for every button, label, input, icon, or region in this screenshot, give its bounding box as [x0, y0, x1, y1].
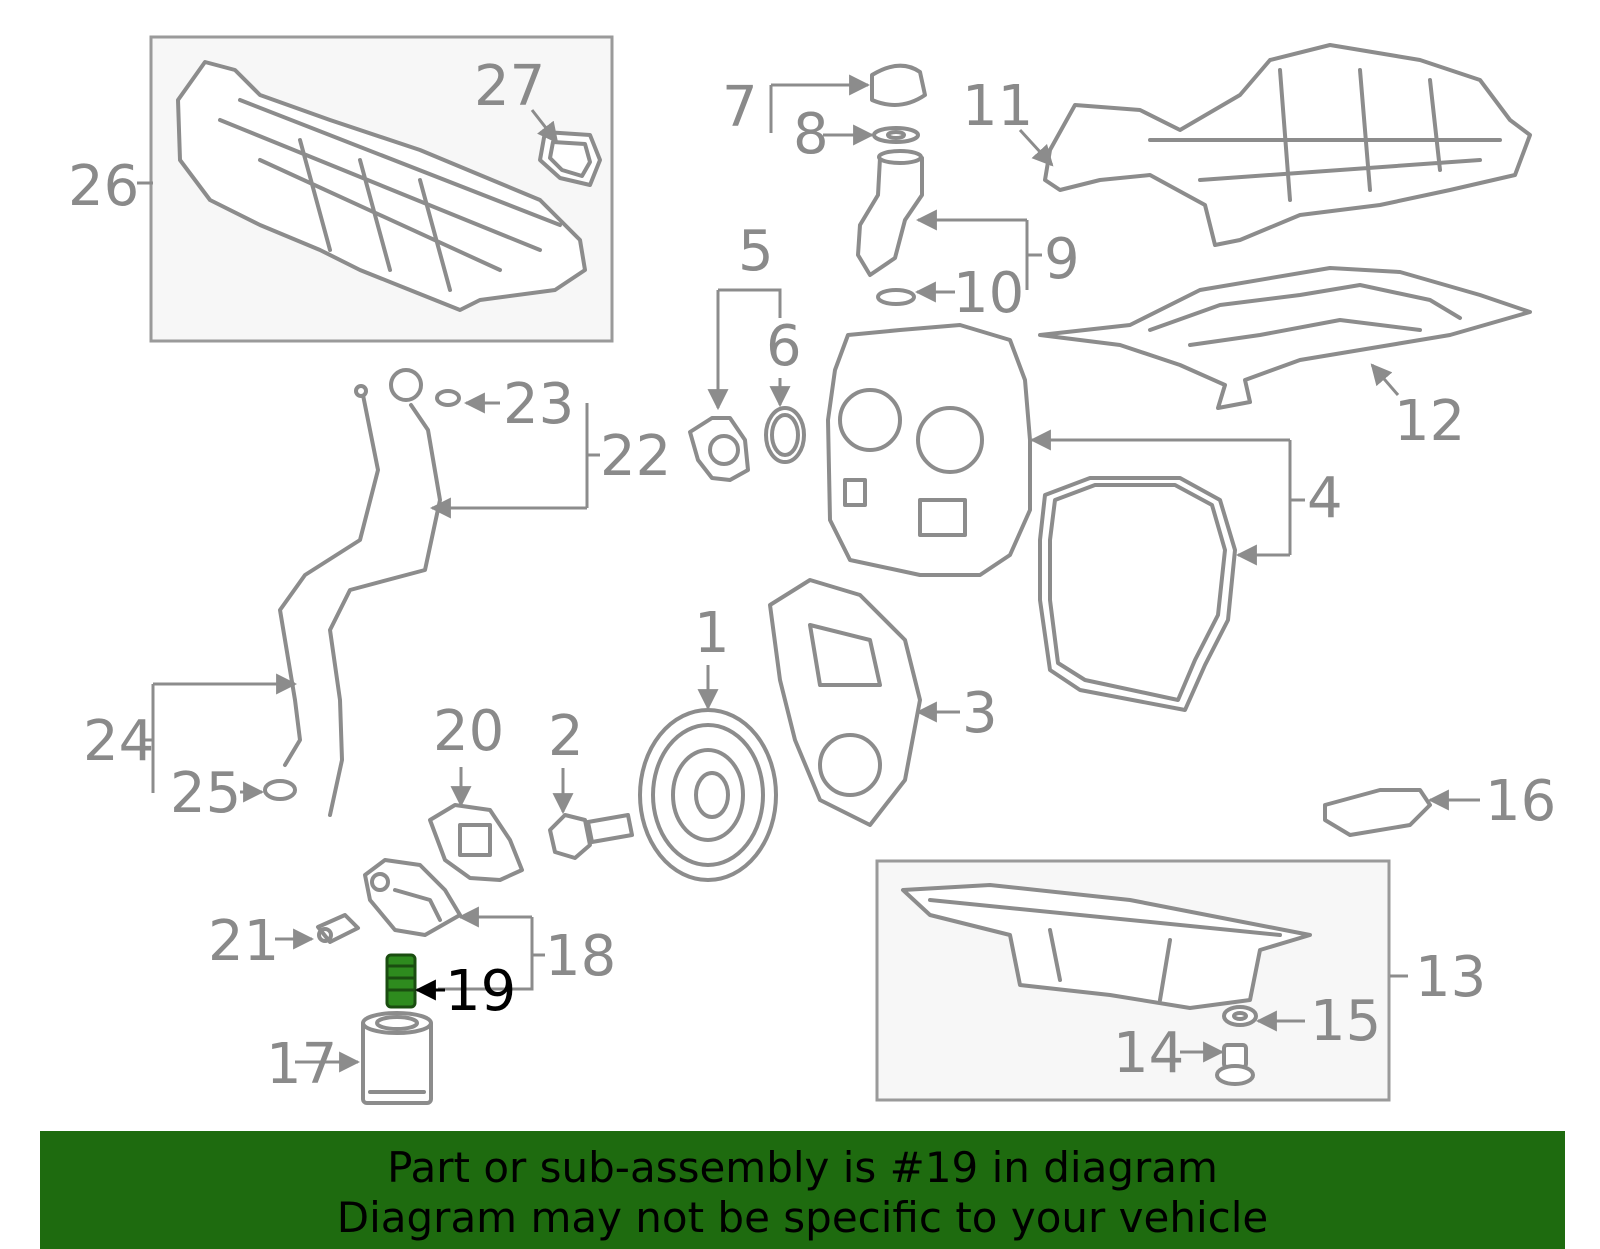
- callout-9: 9: [1044, 227, 1080, 292]
- callout-7: 7: [722, 75, 758, 140]
- callout-18: 18: [545, 924, 616, 989]
- callout-10: 10: [953, 261, 1024, 326]
- oil-pan-part[interactable]: [901, 883, 1312, 1010]
- oil-filter-part[interactable]: [361, 1011, 433, 1105]
- callout-22: 22: [600, 424, 671, 489]
- callout-23: 23: [503, 372, 574, 437]
- manifold-gasket-part[interactable]: [538, 130, 602, 187]
- callout-2: 2: [548, 704, 584, 769]
- callout-26: 26: [68, 154, 139, 219]
- intake-manifold-part[interactable]: [176, 60, 587, 312]
- callout-4: 4: [1307, 466, 1343, 531]
- oil-pan-baffle-part[interactable]: [1323, 788, 1432, 837]
- callout-8: 8: [793, 102, 829, 167]
- dipstick-part[interactable]: [263, 384, 380, 801]
- callout-21: 21: [208, 909, 279, 974]
- valve-cover-part[interactable]: [1043, 43, 1532, 247]
- callout-5: 5: [738, 219, 774, 284]
- leader-lines: [137, 74, 1480, 1073]
- parts-diagram: 1 2 3 4 5 6 7 8 9 10 11 12 13 14 15 16 1…: [68, 35, 1556, 1105]
- dipstick-tube-part[interactable]: [328, 368, 461, 817]
- callout-20: 20: [433, 699, 504, 764]
- callout-27: 27: [474, 54, 545, 119]
- drain-plug-gasket-part[interactable]: [1222, 1005, 1258, 1027]
- front-cover-gasket-part[interactable]: [1038, 476, 1237, 712]
- balancer-bolt-part[interactable]: [548, 813, 634, 860]
- callout-3: 3: [962, 681, 998, 746]
- callout-6: 6: [766, 314, 802, 379]
- water-outlet-part[interactable]: [688, 416, 750, 482]
- timing-cover-part[interactable]: [768, 578, 922, 827]
- oil-filter-adapter-gasket-part[interactable]: [428, 803, 524, 882]
- callout-15: 15: [1310, 989, 1381, 1054]
- highlighted-part-19[interactable]: [385, 953, 417, 1009]
- callout-24: 24: [83, 709, 154, 774]
- callout-14: 14: [1113, 1021, 1184, 1086]
- callout-25: 25: [170, 761, 241, 826]
- oil-filler-cap-part[interactable]: [870, 63, 927, 144]
- oil-filler-tube-part[interactable]: [856, 149, 924, 306]
- crankshaft-balancer-part[interactable]: [638, 708, 778, 882]
- callout-1: 1: [694, 601, 730, 666]
- oil-filter-adapter-part[interactable]: [363, 858, 462, 937]
- callout-11: 11: [962, 74, 1033, 139]
- callout-19: 19: [445, 959, 516, 1024]
- callout-labels: 1 2 3 4 5 6 7 8 9 10 11 12 13 14 15 16 1…: [68, 54, 1556, 1097]
- o-ring-part[interactable]: [764, 406, 806, 464]
- valve-cover-gasket-part[interactable]: [1038, 266, 1532, 410]
- callout-16: 16: [1485, 769, 1556, 834]
- info-banner: Part or sub-assembly is #19 in diagram D…: [40, 1131, 1565, 1249]
- banner-line-1: Part or sub-assembly is #19 in diagram: [387, 1143, 1218, 1192]
- oil-pressure-sensor-part[interactable]: [316, 913, 360, 944]
- callout-12: 12: [1394, 389, 1465, 454]
- drain-plug-part[interactable]: [1215, 1043, 1255, 1086]
- callout-17: 17: [266, 1032, 337, 1097]
- callout-13: 13: [1415, 945, 1486, 1010]
- banner-line-2: Diagram may not be specific to your vehi…: [336, 1193, 1269, 1242]
- front-cover-part[interactable]: [826, 323, 1032, 577]
